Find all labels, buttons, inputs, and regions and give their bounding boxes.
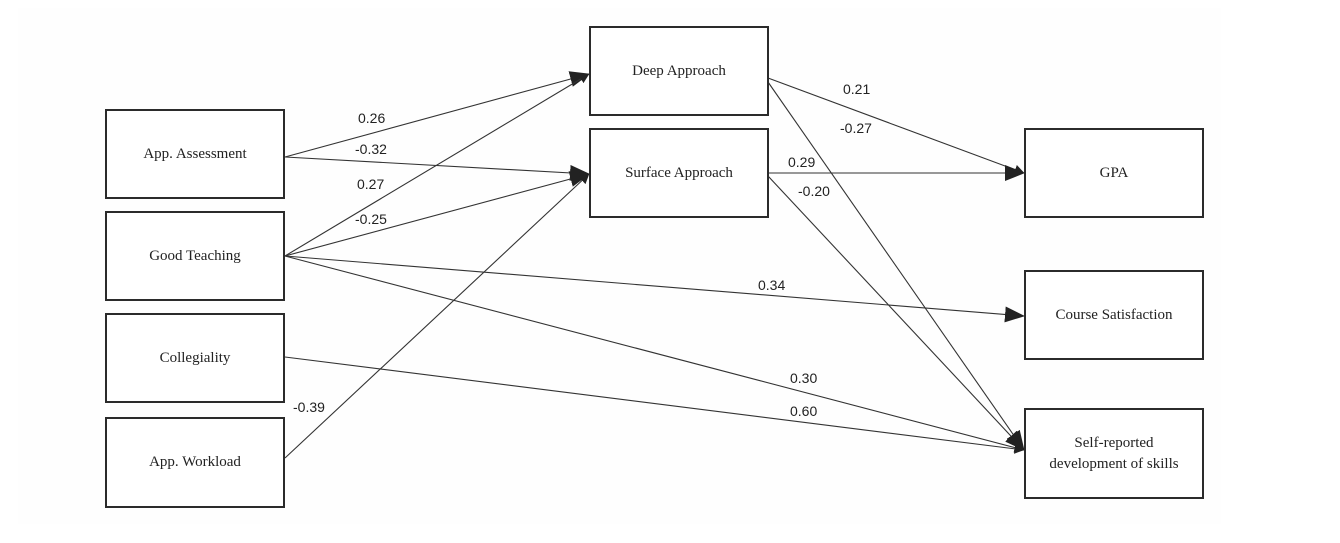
node-label-line2: development of skills — [1049, 455, 1179, 472]
node-deep-approach: Deep Approach — [589, 26, 769, 116]
path-surface-skills — [767, 175, 1025, 451]
node-label: Collegiality — [159, 349, 231, 366]
weight-label: -0.27 — [840, 120, 872, 136]
weight-label: -0.32 — [355, 141, 387, 157]
node-label: Deep Approach — [632, 62, 726, 79]
weight-label: -0.20 — [798, 183, 830, 199]
path-appworkload-surface — [284, 173, 590, 459]
path-collegiality-skills — [284, 356, 1025, 454]
node-label: Course Satisfaction — [1055, 306, 1173, 323]
weight-label: -0.39 — [293, 399, 325, 415]
node-course-satisfaction: Course Satisfaction — [1024, 270, 1204, 360]
weight-label: 0.30 — [790, 370, 818, 386]
weight-label: 0.26 — [358, 110, 386, 126]
node-surface-approach: Surface Approach — [589, 128, 769, 218]
path-goodteaching-satisfaction — [284, 255, 1025, 323]
weight-label: -0.25 — [355, 211, 387, 227]
node-self-reported-skills: Self-reported development of skills — [1024, 408, 1204, 499]
weight-label: 0.34 — [758, 277, 786, 293]
path-goodteaching-deep — [284, 73, 590, 257]
weight-label: 0.21 — [843, 81, 871, 97]
node-good-teaching: Good Teaching — [105, 211, 285, 301]
node-app-assessment: App. Assessment — [105, 109, 285, 199]
path-goodteaching-skills — [284, 255, 1025, 453]
path-deep-skills — [767, 81, 1025, 451]
node-label: App. Workload — [149, 454, 241, 471]
node-label: Surface Approach — [625, 164, 733, 181]
node-label: GPA — [1099, 164, 1129, 181]
weight-label: 0.60 — [790, 403, 818, 419]
node-label: Good Teaching — [149, 247, 241, 264]
weight-label: 0.27 — [357, 176, 385, 192]
path-deep-gpa — [767, 77, 1025, 175]
node-label-line1: Self-reported — [1074, 435, 1154, 452]
path-appassessment-deep — [284, 71, 590, 158]
path-goodteaching-surface — [284, 171, 590, 257]
weight-label: 0.29 — [788, 154, 816, 170]
node-app-workload: App. Workload — [105, 417, 285, 508]
node-gpa: GPA — [1024, 128, 1204, 218]
node-collegiality: Collegiality — [105, 313, 285, 403]
node-label: App. Assessment — [143, 145, 247, 162]
